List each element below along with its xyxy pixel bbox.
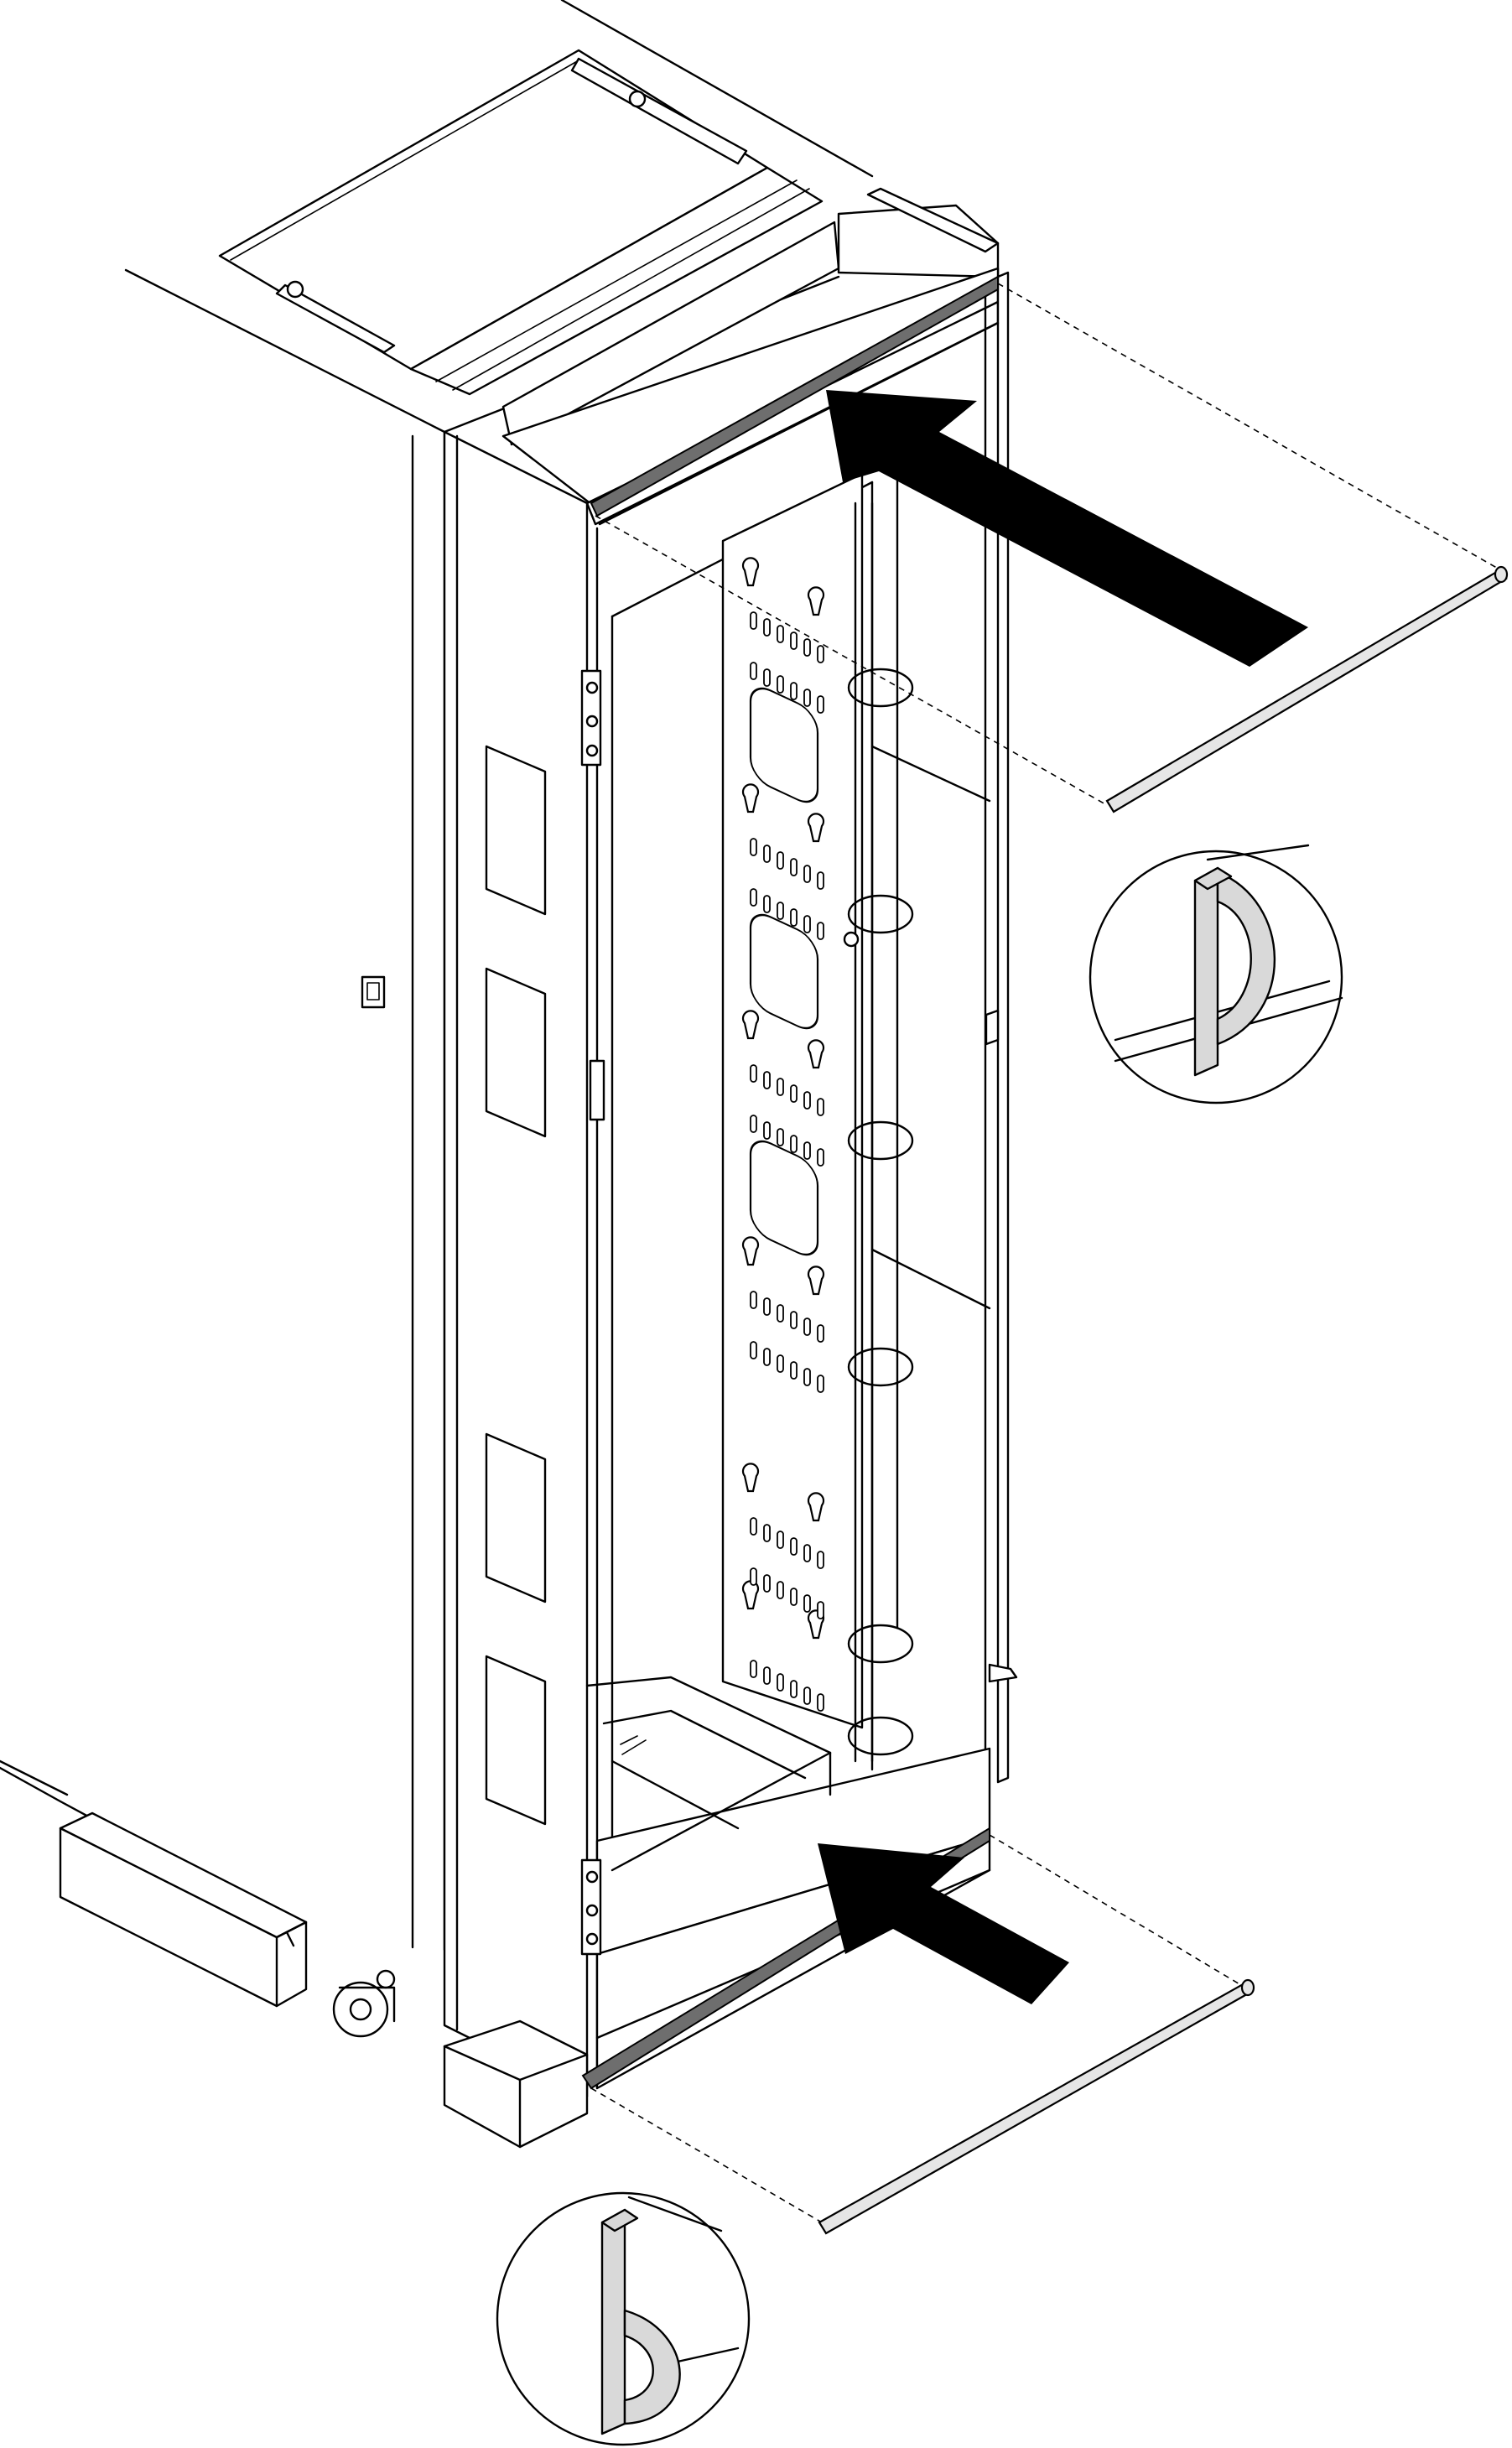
panel-slot [803, 689, 811, 707]
insert-arrow-icon [826, 390, 1308, 667]
hinges [580, 669, 605, 1956]
panel-slot [777, 1673, 784, 1692]
trim-pieces [818, 565, 1509, 2235]
panel-slot [777, 625, 784, 643]
panel-slot [803, 638, 811, 657]
alignment-lines [590, 283, 1502, 2223]
panel-slot [777, 1354, 784, 1373]
panel-slot [750, 1341, 757, 1359]
panel-slot [803, 865, 811, 883]
panel-slot [790, 858, 798, 876]
panel-slot [817, 922, 824, 940]
trim-profile-callout-bottom [496, 2191, 751, 2446]
panel-slot [763, 1071, 771, 1089]
panel-slot [763, 1297, 771, 1316]
post-cutouts [485, 745, 547, 1826]
trim-profile-detail-icon [1193, 866, 1219, 1077]
panel-slot [763, 618, 771, 637]
panel-slot [817, 645, 824, 663]
panel-slot [750, 611, 757, 630]
panel-slot [777, 1304, 784, 1323]
cable-management-panel [721, 472, 1018, 1763]
panel-slot [817, 1375, 824, 1393]
panel-slot [803, 1544, 811, 1562]
panel-slot [817, 1098, 824, 1116]
panel-slot [750, 1064, 757, 1083]
panel-slot [763, 668, 771, 687]
panel-slot [750, 1567, 757, 1586]
panel-slot [790, 1084, 798, 1103]
panel-slot [803, 915, 811, 933]
panel-slot [817, 1601, 824, 1619]
panel-slot [777, 1581, 784, 1599]
panel-slot [817, 871, 824, 890]
panel-slot [750, 662, 757, 680]
panel-slot [750, 838, 757, 856]
insert-arrows [818, 390, 1308, 2004]
panel-slot [750, 1660, 757, 1678]
panel-slot [803, 1141, 811, 1160]
panel-slot [763, 895, 771, 913]
panel-slot [763, 1121, 771, 1140]
panel-slot [763, 845, 771, 863]
panel-slot [817, 695, 824, 714]
panel-slot [750, 1115, 757, 1133]
panel-slot [763, 1348, 771, 1366]
panel-slot [777, 851, 784, 870]
rack-top-cover [218, 49, 1000, 446]
panel-slot [763, 1524, 771, 1542]
adjacent-cabinet [0, 0, 874, 2038]
panel-slot [803, 1368, 811, 1386]
trim-profile-detail-icon [600, 2208, 626, 2435]
panel-slot [750, 1517, 757, 1536]
panel-slot [790, 1537, 798, 1556]
keyhole-slots [741, 557, 825, 1640]
panel-slot [790, 1680, 798, 1698]
cable-rings [843, 502, 914, 1763]
panel-slot [763, 1574, 771, 1593]
panel-slot [790, 1135, 798, 1153]
side-latch-icon [361, 975, 386, 1009]
panel-slot [803, 1091, 811, 1110]
panel-slot [763, 1666, 771, 1685]
insert-arrow-icon [818, 1843, 1069, 2004]
panel-slot [790, 631, 798, 650]
panel-slot [817, 1693, 824, 1712]
panel-slot [777, 1531, 784, 1549]
panel-slot [790, 1588, 798, 1606]
panel-slot [803, 1687, 811, 1705]
panel-slot [790, 1361, 798, 1380]
slot-rows [750, 611, 824, 1712]
panel-slot [817, 1148, 824, 1167]
panel-slot [790, 908, 798, 927]
panel-slot [777, 902, 784, 920]
panel-slot [790, 1311, 798, 1329]
cable-pass-openings [749, 687, 819, 1256]
panel-slot [750, 888, 757, 907]
bottom-trim-part [818, 1982, 1253, 2235]
panel-slot [817, 1324, 824, 1343]
panel-slot [777, 675, 784, 694]
top-trim-strip [590, 275, 999, 517]
panel-slot [777, 1128, 784, 1146]
panel-slot [777, 1078, 784, 1096]
panel-slot [790, 682, 798, 700]
panel-slot [803, 1594, 811, 1613]
panel-slot [803, 1318, 811, 1336]
panel-slot [750, 1291, 757, 1309]
trim-profile-callout-right [1089, 844, 1343, 1104]
panel-slot [817, 1551, 824, 1569]
